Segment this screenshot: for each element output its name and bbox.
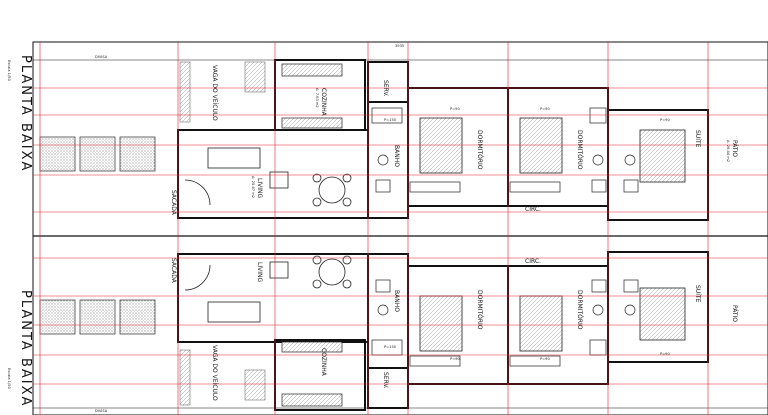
label-p90: P=90 <box>450 357 460 361</box>
label-bedroom-1: DORMITÓRIO <box>476 130 483 170</box>
planter <box>79 299 116 335</box>
label-p90: P=90 <box>450 107 460 111</box>
reference-grid <box>33 42 768 415</box>
bed <box>639 287 686 341</box>
label-p90: P=90 <box>660 118 670 122</box>
label-service: SERV. <box>382 80 389 97</box>
label-living: LIVING <box>256 178 263 198</box>
area-kitchen: A: 7.63 m2 <box>315 88 319 108</box>
lot-outline <box>32 41 768 415</box>
planter <box>119 299 156 335</box>
planter <box>39 299 76 335</box>
label-patio: PÁTIO <box>731 305 738 322</box>
dimension-total: 3935 <box>395 44 404 48</box>
label-kitchen: COZINHA <box>320 88 327 117</box>
sofa <box>207 301 261 323</box>
label-garage: VAGA DO VEÍCULO <box>211 345 218 401</box>
bed <box>419 295 463 352</box>
area-patio: A: 26.44 m2 <box>726 140 730 162</box>
label-p150: P=150 <box>384 345 397 349</box>
label-p90: P=90 <box>540 107 550 111</box>
sofa <box>207 147 261 169</box>
street-label-bottom: DIVISA <box>95 409 108 413</box>
bed <box>519 295 563 352</box>
label-garage: VAGA DO VEÍCULO <box>211 65 218 121</box>
label-circulation: CIRC. <box>525 258 541 265</box>
plan-title-bottom: PLANTA BAIXA <box>18 290 33 407</box>
planter <box>79 136 116 172</box>
label-bedroom-2: DORMITÓRIO <box>576 130 583 170</box>
label-p90: P=90 <box>540 357 550 361</box>
label-terrace: SACADA <box>170 190 177 216</box>
label-service: SERV. <box>382 372 389 389</box>
label-p150: P=150 <box>384 118 397 122</box>
label-kitchen: COZINHA <box>320 348 327 377</box>
bed <box>519 117 563 174</box>
label-living: LIVING <box>256 262 263 282</box>
planter <box>39 136 76 172</box>
label-patio: PÁTIO <box>731 140 738 157</box>
label-bedroom-2: DORMITÓRIO <box>576 290 583 330</box>
label-p90: P=90 <box>660 352 670 356</box>
label-suite: SUÍTE <box>694 285 701 303</box>
label-bath: BANHO <box>393 290 400 312</box>
label-suite: SUÍTE <box>694 130 701 148</box>
label-bath: BANHO <box>393 145 400 167</box>
bed <box>419 117 463 174</box>
area-living: A: 25.87 m2 <box>251 176 255 198</box>
bed <box>639 129 686 183</box>
planter <box>119 136 156 172</box>
dining-table <box>318 176 346 204</box>
street-label-top: DIVISA <box>95 55 108 59</box>
plan-title-top: PLANTA BAIXA <box>18 55 33 172</box>
plan-scale-top: Escala 1/50 <box>7 60 11 81</box>
plan-scale-bottom: Escala 1/50 <box>7 368 11 389</box>
label-bedroom-1: DORMITÓRIO <box>476 290 483 330</box>
label-circulation: CIRC. <box>525 206 541 213</box>
dining-table <box>318 258 346 286</box>
label-terrace: SACADA <box>170 258 177 284</box>
